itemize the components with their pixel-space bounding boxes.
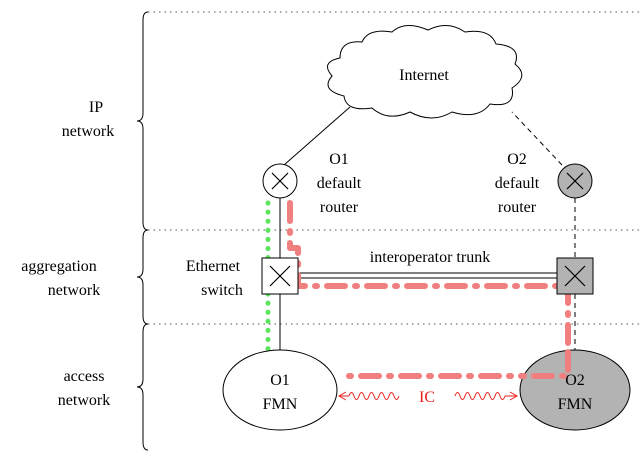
ip-layer-label-1: IP [89, 99, 103, 116]
o2-default-router [557, 163, 593, 199]
ic-arrowhead-right [509, 391, 519, 401]
o2-switch-cross-b [564, 265, 586, 287]
aggregation-layer-label-1: aggregation [21, 258, 97, 275]
o1-router-cross-b [271, 172, 289, 190]
ic-wireless-link [337, 391, 519, 401]
cloud-shape [327, 25, 523, 119]
o1-fmn-label-1: O1 [270, 372, 290, 389]
ip-layer-label-2: network [62, 123, 114, 140]
o1-fmn-label-2: FMN [263, 396, 298, 413]
o2-fmn-ellipse [519, 349, 631, 431]
ethernet-switch-cross-b [269, 265, 291, 287]
o2-router-cross-b [566, 172, 584, 190]
ip-brace [136, 11, 149, 231]
ic-wave-left [348, 392, 400, 400]
aggregation-brace [136, 229, 149, 325]
o2-router-label-3: router [498, 199, 537, 216]
o1-router-label-2: default [317, 175, 362, 192]
o2-fmn: O2 FMN [519, 349, 631, 431]
internet-label: Internet [399, 67, 449, 84]
o2-fmn-label-1: O2 [565, 372, 585, 389]
o2-switch [556, 257, 594, 295]
ethernet-switch-label-2: switch [201, 282, 243, 299]
o1-fmn: O1 FMN [222, 349, 338, 431]
o1-fmn-ellipse [222, 349, 338, 431]
o1-router-internet-link [283, 106, 351, 166]
red-path [287, 200, 571, 379]
trunk-label: interoperator trunk [370, 249, 490, 266]
ethernet-switch [261, 257, 299, 295]
aggregation-layer-label-2: network [48, 282, 100, 299]
o1-router-label-1: O1 [329, 151, 349, 168]
red-path-overlay [517, 349, 571, 379]
access-layer-label-1: access [64, 368, 105, 385]
access-brace [136, 323, 149, 451]
o2-router-label-1: O2 [507, 151, 527, 168]
ethernet-switch-label-1: Ethernet [186, 258, 241, 275]
interoperator-trunk [298, 272, 557, 279]
o1-default-router [262, 163, 298, 199]
ic-label: IC [419, 389, 435, 406]
layer-braces [136, 11, 149, 451]
ic-wave-right [454, 392, 506, 400]
internet-cloud: Internet [327, 25, 523, 119]
o2-fmn-label-2: FMN [558, 396, 593, 413]
ic-arrowhead-left [337, 391, 347, 401]
o1-router-label-3: router [320, 199, 359, 216]
access-layer-label-2: network [58, 392, 110, 409]
o2-router-label-2: default [495, 175, 540, 192]
o2-router-internet-link [511, 111, 563, 166]
ethernet-switch-box [261, 257, 299, 295]
